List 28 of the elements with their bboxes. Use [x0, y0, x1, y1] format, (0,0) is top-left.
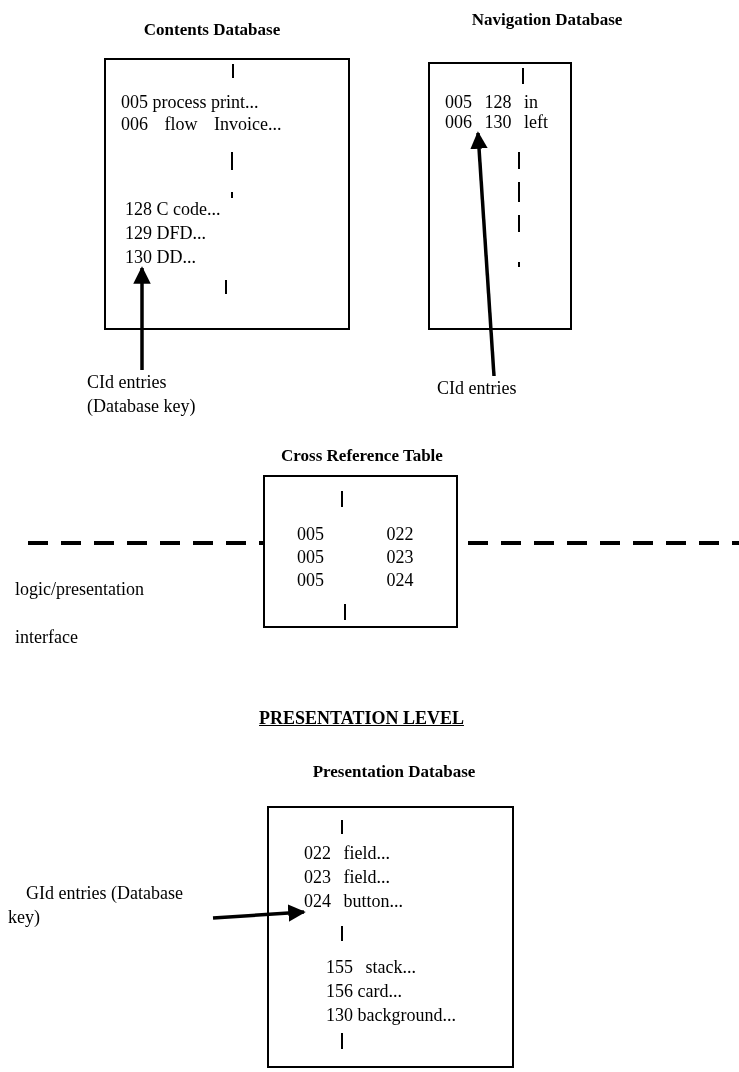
record-entry: 006 130 left	[445, 111, 548, 133]
callout-text: GId entries (Database key)	[8, 881, 213, 929]
callout-text: CId entries (Database key)	[87, 370, 217, 418]
record-entry: 130 background...	[326, 1004, 456, 1026]
arrow	[212, 904, 306, 922]
record-entry: 022 field...	[304, 842, 390, 864]
section-heading: PRESENTATION LEVEL	[259, 708, 464, 728]
record-entry: 005 023	[297, 546, 414, 568]
record-entry: 130 DD...	[125, 246, 196, 268]
record-entry: 129 DFD...	[125, 222, 206, 244]
box-heading: Navigation Database	[471, 10, 623, 30]
record-entry: 155 stack...	[326, 956, 416, 978]
record-entry: 128 C code...	[125, 198, 221, 220]
record-entry: 005 024	[297, 569, 414, 591]
box-heading: Contents Database	[143, 20, 281, 40]
record-entry: 024 button...	[304, 890, 403, 912]
arrow	[133, 266, 151, 370]
arrow	[470, 131, 496, 377]
record-entry: 023 field...	[304, 866, 390, 888]
record-entry: 005 process print...	[121, 91, 259, 113]
interface-label: logic/presentation interface	[15, 578, 145, 649]
callout-text: CId entries	[437, 376, 567, 400]
box-heading: Cross Reference Table	[281, 446, 443, 466]
box-heading: Presentation Database	[312, 762, 476, 782]
record-entry: 156 card...	[326, 980, 402, 1002]
record-entry: 005 128 in	[445, 91, 538, 113]
record-entry: 006 flow Invoice...	[121, 113, 282, 135]
record-entry: 005 022	[297, 523, 414, 545]
